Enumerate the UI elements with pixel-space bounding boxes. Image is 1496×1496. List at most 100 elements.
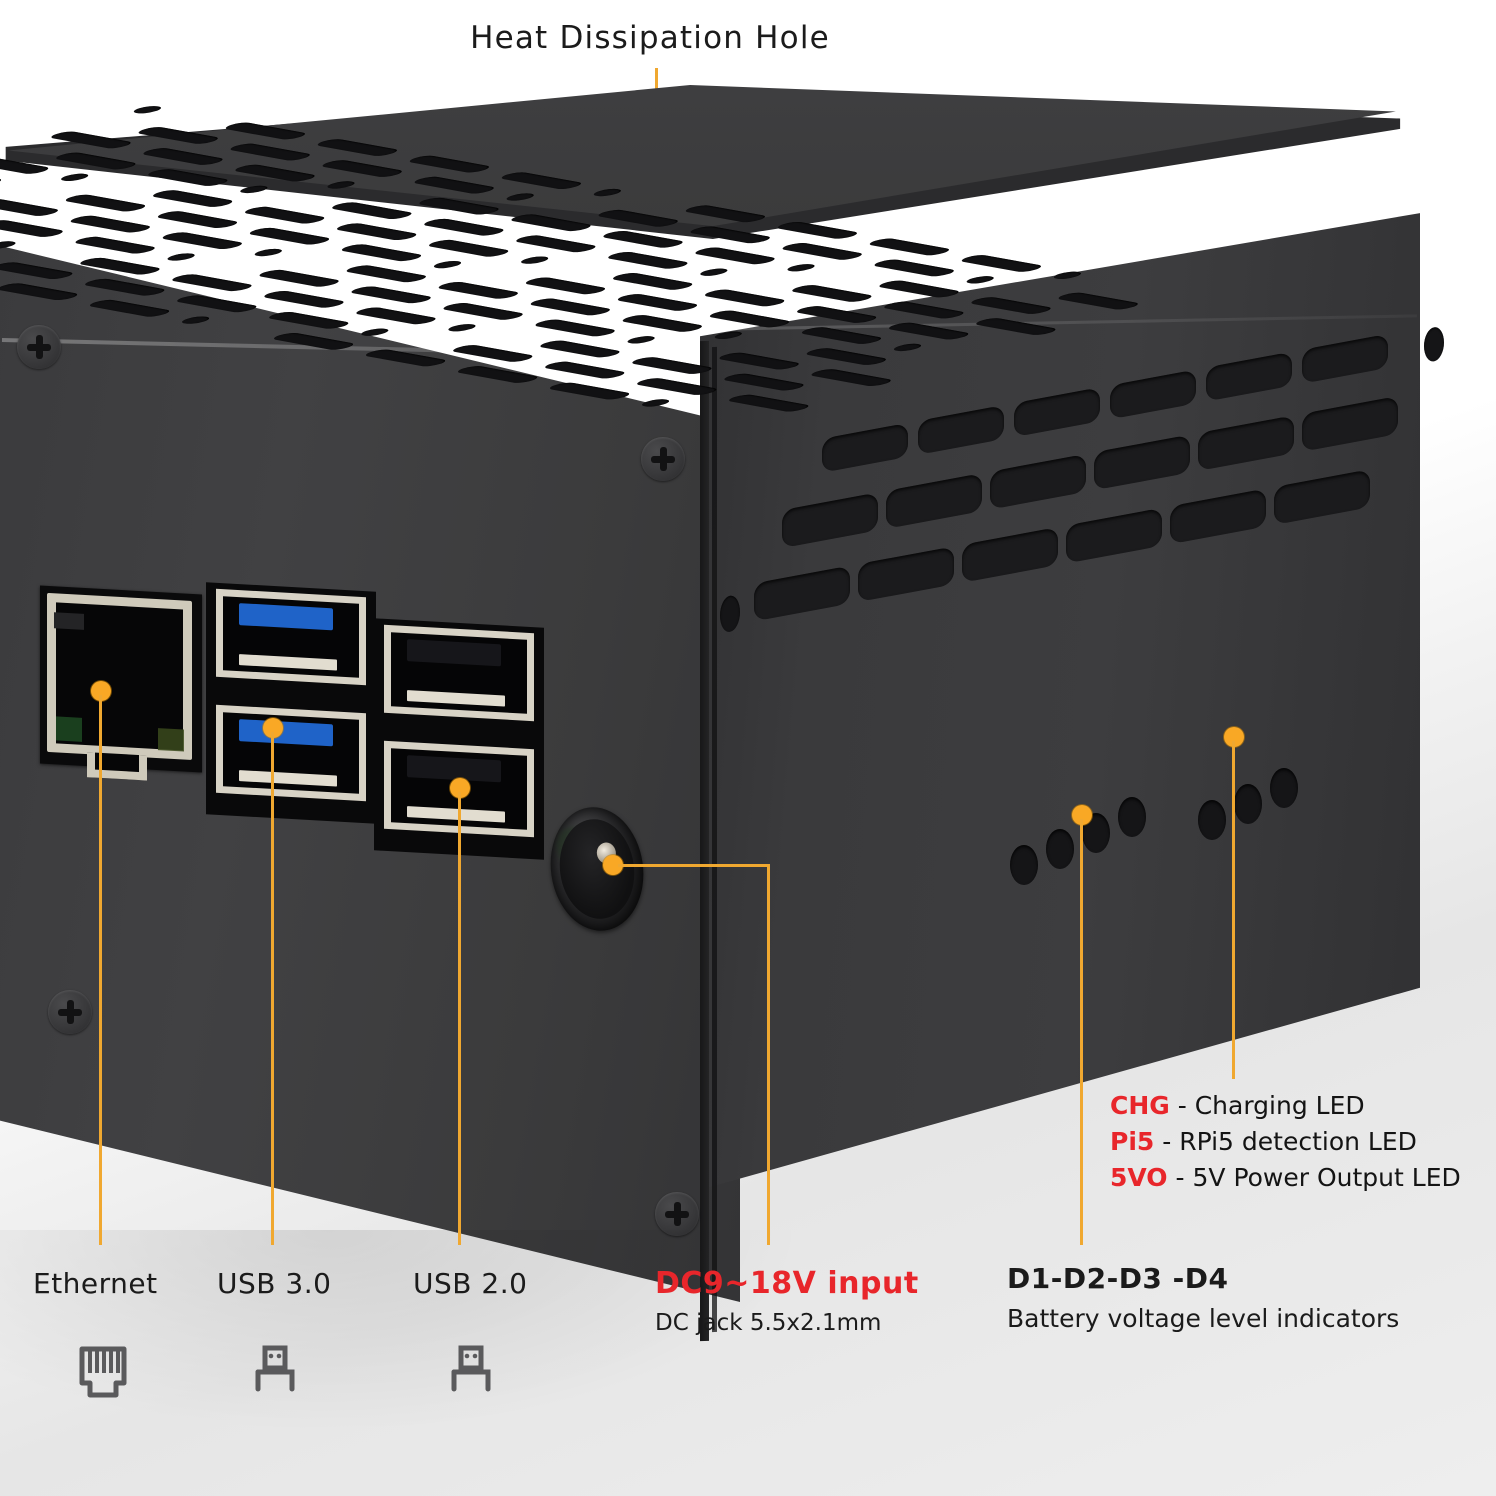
top-vent-slot [239,205,330,225]
top-vent-slot [787,284,877,303]
top-vent-slot [874,279,964,299]
top-vent-slot [515,255,554,265]
top-vent-slot [864,237,954,257]
top-vent-slot [695,267,733,277]
top-vent-slot [167,273,257,293]
rj45-led-green [56,716,82,742]
top-vent-slot [225,142,315,162]
rj45-pins [54,612,84,630]
usb20-port-top[interactable] [384,624,534,722]
usb30-tab-bottom [239,770,337,787]
top-vent-slot [317,159,407,178]
top-vent-slot [80,277,170,297]
top-vent-slot [346,285,436,305]
top-vent-slot [249,247,287,258]
label-dc-spec: DC jack 5.5x2.1mm [655,1310,882,1336]
top-vent-slot [259,289,349,309]
side-vent-slot [1066,507,1162,564]
top-vent-slot [0,282,83,302]
top-vent-slot [612,293,703,312]
top-vent-slot [244,226,335,246]
top-vent-slot [138,147,228,166]
legend-sep-pi5: - [1154,1127,1180,1156]
usb20-insert-bottom [407,755,501,783]
top-vent-slot [60,193,151,213]
top-vent-slot [714,351,804,371]
label-battery-indicators: D1-D2-D3 -D4 [1007,1262,1229,1295]
ethernet-port[interactable] [40,585,202,781]
top-vent-slot [520,276,611,296]
top-vent-slot [888,342,927,353]
led-hole-d1 [1010,845,1038,885]
floor-shadow [0,1230,820,1440]
top-vent-slot [724,393,814,413]
callout-dot-usb30 [263,718,283,738]
callout-dot-dc-input [603,855,623,875]
top-vent-slot [443,323,481,333]
top-vent-slot [172,294,262,314]
top-vent-slot [322,180,360,190]
top-vent-slot [264,310,354,330]
top-vent-slot [75,256,165,276]
callout-dot-led-legend [1224,727,1244,747]
top-vent-slot [419,217,509,237]
top-vent-slot [423,238,514,258]
top-vent-slot [883,321,974,341]
top-vent-slot [452,365,543,384]
side-vent-slot [1302,395,1398,452]
top-vent-slot [530,318,620,338]
top-vent-slot [0,240,21,250]
top-vent-slot [70,235,160,255]
top-vent-slot [806,368,896,388]
callout-line-dc-vertical [767,864,770,1245]
panel-seam [700,340,709,1342]
led-hole-d4 [1118,797,1146,837]
top-vent-slot [801,347,891,366]
callout-line-dc-horizontal [618,864,770,867]
top-vent-slot [327,201,417,221]
top-vent-slot [341,264,431,284]
legend-key-pi5: Pi5 [1110,1127,1155,1156]
usb30-port-bottom[interactable] [216,704,366,802]
top-vent-slot [617,314,707,333]
top-vent-slot [157,231,247,251]
top-vent-slot [356,327,394,337]
led-hole-pi5 [1234,784,1262,824]
callout-dot-battery [1072,805,1092,825]
top-vent-slot [331,222,422,242]
top-vent-slot [0,198,63,217]
top-vent-slot [879,300,969,320]
side-vent-slot [962,527,1058,583]
side-vent-slot [1094,434,1190,491]
top-vent-slot [268,331,359,351]
side-vent-slot [858,546,954,603]
device-enclosure [0,85,1444,1342]
legend-key-5vo: 5VO [1110,1163,1168,1192]
top-vent-slot [636,398,675,408]
led-hole-chg [1198,800,1226,840]
top-vent-slot [448,344,538,363]
top-vent-slot [0,219,68,238]
top-vent-slot [428,259,467,270]
panel-seam-inner [712,346,717,1333]
top-vent-slot [699,288,790,308]
led-legend: CHG - Charging LED Pi5 - RPi5 detection … [1110,1088,1461,1196]
legend-sep-5vo: - [1167,1163,1193,1192]
top-vent-slot [719,372,809,392]
top-vent-slot [544,381,635,401]
legend-desc-5vo: 5V Power Output LED [1192,1163,1461,1192]
top-vent-slot [51,151,141,171]
top-vent-slot [336,243,427,263]
usb30-tab-top [239,654,337,671]
usb30-insert-top [239,603,333,631]
label-usb20: USB 2.0 [413,1267,528,1300]
top-vent-slot [777,241,867,261]
usb30-port-top[interactable] [216,588,366,686]
top-vent-slot [230,163,320,183]
label-usb30: USB 3.0 [217,1267,332,1300]
usb30-port-stack[interactable] [206,582,376,824]
top-vent-slot [0,177,7,187]
callout-line-usb20 [458,792,461,1245]
legend-row-chg: CHG - Charging LED [1110,1088,1461,1124]
